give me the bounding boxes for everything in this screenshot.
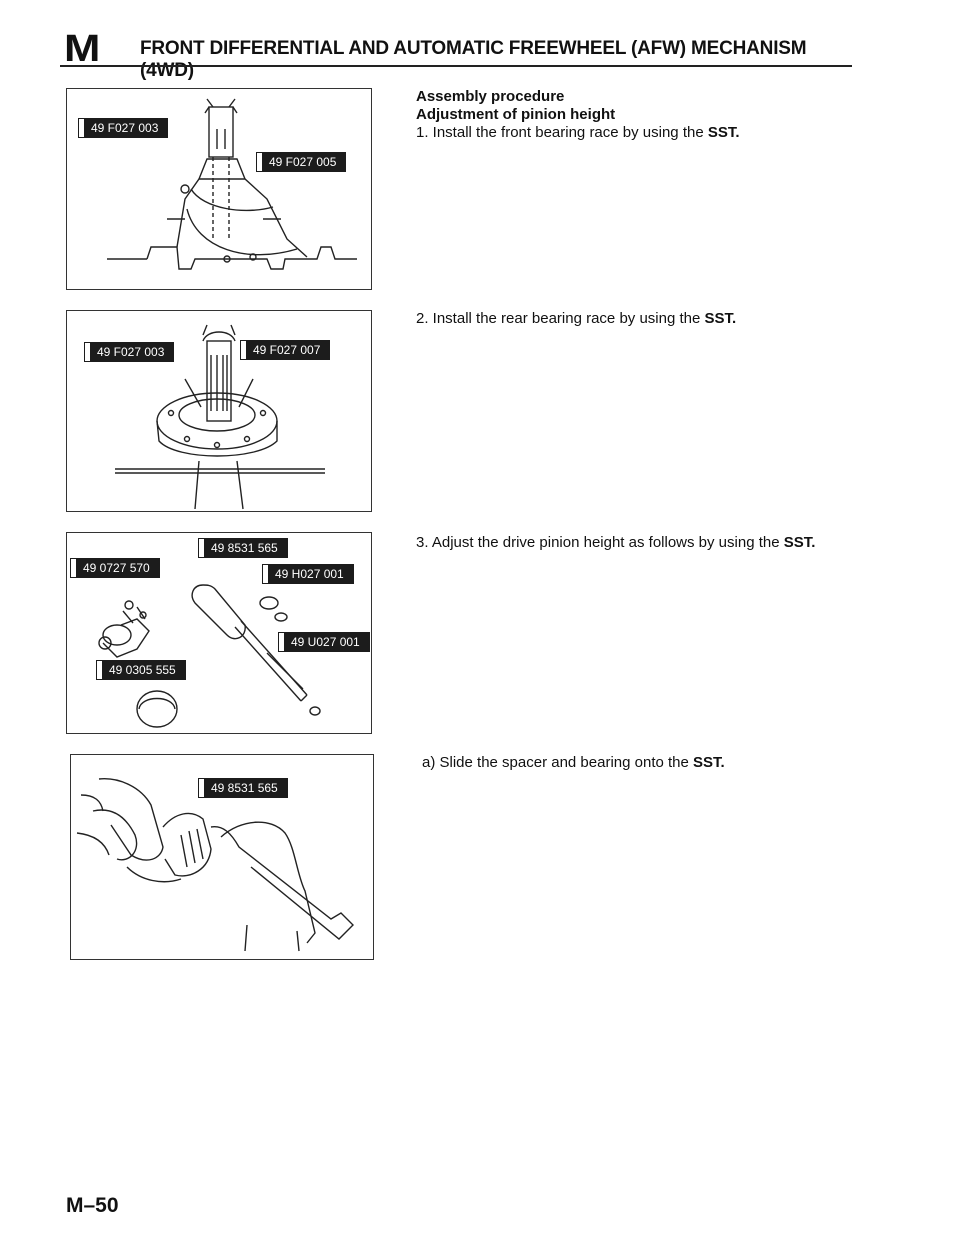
sst-label: 49 H027 001 — [262, 564, 354, 584]
step-a: a) Slide the spacer and bearing onto the… — [422, 754, 862, 772]
step-a-sst: SST. — [693, 754, 725, 771]
rear-bearing-race-illustration — [115, 324, 325, 510]
figure-front-bearing-race: 49 F027 003 49 F027 005 — [66, 88, 372, 290]
step-1-text: 1. Install the front bearing race by usi… — [416, 124, 708, 141]
figure-pinion-height-sst: 49 8531 565 49 0727 570 49 H027 001 49 U… — [66, 532, 372, 734]
figure-rear-bearing-race: 49 F027 003 49 F027 007 — [66, 310, 372, 512]
spacer-bearing-illustration — [76, 778, 354, 952]
pinion-height-sst-illustration — [98, 584, 321, 728]
step-2-sst: SST. — [704, 310, 737, 327]
sst-label: 49 U027 001 — [278, 632, 370, 652]
sst-label: 49 F027 003 — [77, 118, 169, 138]
sst-label: 49 0305 555 — [96, 660, 186, 680]
page-number: M–50 — [66, 1194, 119, 1217]
step-1-sst: SST. — [707, 124, 740, 141]
step-1: 1. Install the front bearing race by usi… — [416, 124, 856, 142]
page-title: FRONT DIFFERENTIAL AND AUTOMATIC FREEWHE… — [140, 38, 807, 81]
front-bearing-race-illustration — [107, 98, 357, 270]
subsection-heading: Adjustment of pinion height — [416, 106, 616, 123]
step-3: 3. Adjust the drive pinion height as fol… — [416, 534, 880, 552]
sst-label: 49 0727 570 — [70, 558, 160, 578]
header-rule — [60, 65, 852, 67]
step-2: 2. Install the rear bearing race by usin… — [416, 310, 856, 328]
sst-label: 49 F027 005 — [255, 152, 347, 172]
figure-spacer-bearing: 49 8531 565 — [70, 754, 374, 960]
sst-label: 49 8531 565 — [198, 538, 288, 558]
assembly-procedure-block: Assembly procedure Adjustment of pinion … — [416, 88, 856, 142]
step-a-text: a) Slide the spacer and bearing onto the — [422, 754, 694, 771]
sst-label: 49 F027 003 — [83, 342, 175, 362]
sst-label: 49 F027 007 — [239, 340, 331, 360]
step-3-text: 3. Adjust the drive pinion height as fol… — [416, 534, 784, 551]
sst-label: 49 8531 565 — [198, 778, 288, 798]
section-letter: M — [64, 28, 101, 70]
section-heading: Assembly procedure — [416, 88, 565, 105]
step-3-sst: SST. — [783, 534, 816, 551]
step-2-text: 2. Install the rear bearing race by usin… — [416, 310, 705, 327]
page-header: M FRONT DIFFERENTIAL AND AUTOMATIC FREEW… — [60, 28, 852, 81]
